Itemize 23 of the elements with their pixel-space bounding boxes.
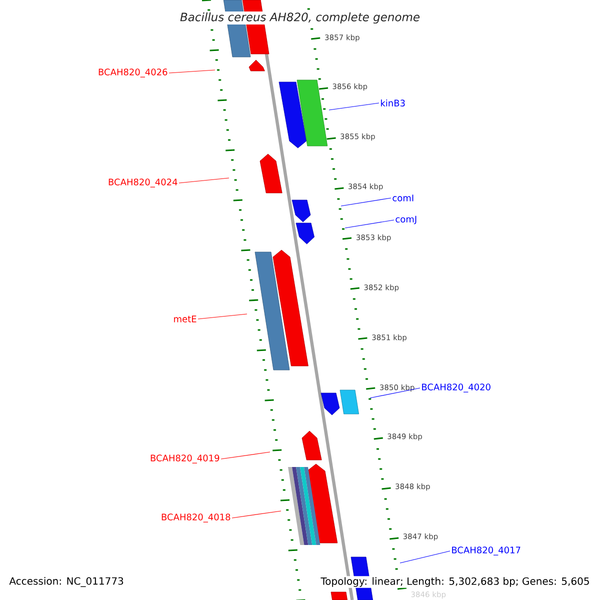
leader-line: [340, 198, 392, 206]
gene-label: comJ: [396, 216, 416, 224]
leader-line: [198, 314, 248, 320]
leader-line: [168, 70, 216, 74]
gene-label: comI: [392, 194, 414, 202]
footer-text: Topology: linear; Length: 5,302,683 bp; Genes: 5,605: [320, 576, 591, 588]
gene-label: BCAH820_4017: [452, 546, 520, 556]
leader-line: [344, 220, 394, 228]
leader-line: [178, 178, 230, 184]
title: Bacillus cereus AH820, complete genome: [178, 11, 422, 25]
leader-line: [370, 388, 420, 398]
gene-label: BCAH820_4020: [422, 384, 490, 392]
leader-line: [328, 102, 380, 110]
gene-label: BCAH820_4018: [162, 514, 230, 522]
leader-line: [232, 510, 282, 518]
gene-label: BCAH820_4019: [150, 454, 220, 464]
gene-label: BCAH820_4026: [98, 68, 168, 78]
leader-line: [220, 452, 270, 460]
footer-text: Accession: NC_011773: [8, 576, 125, 588]
leader-line: [400, 550, 450, 564]
gene-label: metE: [174, 316, 196, 322]
gene-label: BCAH820_4024: [108, 178, 178, 188]
gene-label: kinB3: [381, 100, 405, 106]
